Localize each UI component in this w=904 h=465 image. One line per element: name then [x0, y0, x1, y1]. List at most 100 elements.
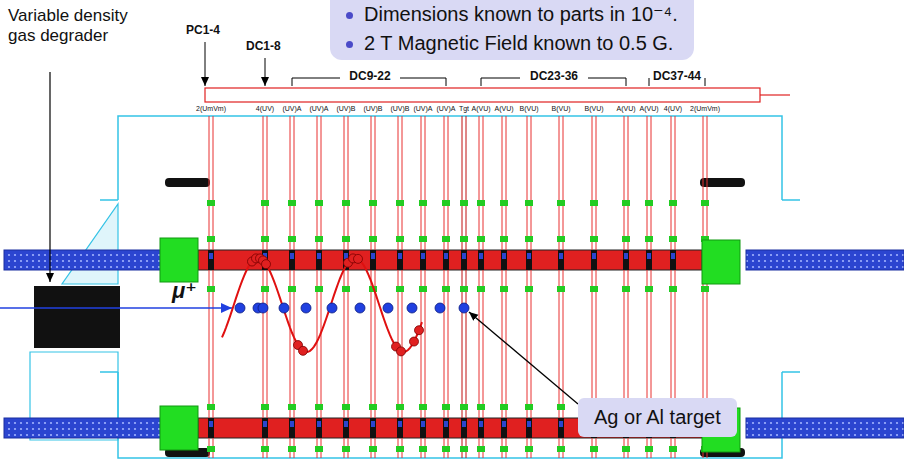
- plane-stub: [442, 236, 450, 242]
- plane-stub: [261, 236, 269, 242]
- callout-box: Ag or Al target: [578, 398, 737, 437]
- plane-spacer: [289, 418, 295, 438]
- plane-stub: [207, 404, 215, 410]
- plane-stub: [557, 404, 565, 410]
- plane-stub: [590, 286, 598, 292]
- plane-stub: [590, 236, 598, 242]
- plane-mount: [444, 253, 448, 259]
- plane-mount: [317, 421, 321, 427]
- plane-stub: [500, 404, 508, 410]
- leader-line: [205, 42, 206, 86]
- plane-mount: [559, 421, 563, 427]
- plane-stub: [669, 236, 677, 242]
- plane-stub: [525, 446, 533, 452]
- plane-mount: [344, 421, 348, 427]
- plane-stub: [419, 404, 427, 410]
- detector-drawing: [0, 42, 904, 458]
- end-block: [702, 240, 740, 284]
- muon-stop: [301, 303, 311, 313]
- plane-label: (UV)A: [282, 105, 301, 113]
- plane-label: (UV)B: [336, 105, 355, 113]
- plane-stub: [557, 236, 565, 242]
- plane-label: A(VU): [471, 105, 490, 113]
- plane-label: B(VU): [519, 105, 538, 113]
- plane-spacer: [370, 250, 376, 270]
- plane-spacer: [591, 250, 597, 270]
- plane-stub: [288, 200, 296, 206]
- plane-mount: [559, 253, 563, 259]
- beam-bar: [4, 418, 162, 438]
- plane-stub: [645, 200, 653, 206]
- plane-spacer: [397, 418, 403, 438]
- plane-mount: [263, 421, 267, 427]
- plane-stub: [669, 446, 677, 452]
- plane-stub: [622, 286, 630, 292]
- plane-spacer: [316, 418, 322, 438]
- plane-spacer: [397, 250, 403, 270]
- cable-outline: [760, 94, 790, 95]
- plane-stub: [396, 236, 404, 242]
- support-bar: [165, 178, 210, 187]
- plane-stub: [460, 200, 468, 206]
- plane-spacer: [316, 250, 322, 270]
- plane-stub: [460, 236, 468, 242]
- plane-stub: [477, 200, 485, 206]
- plane-mount: [317, 253, 321, 259]
- plane-spacer: [443, 418, 449, 438]
- plane-stub: [396, 286, 404, 292]
- end-block: [160, 406, 198, 450]
- callout-text: Dimensions known to parts in 10⁻⁴.: [364, 3, 678, 26]
- housing-outline: [118, 116, 782, 200]
- plane-spacer: [370, 418, 376, 438]
- callout-text: 2 T Magnetic Field known to 0.5 G.: [364, 32, 673, 55]
- plane-label: 2(UmVm): [690, 105, 720, 113]
- plane-mount: [444, 421, 448, 427]
- plane-spacer: [420, 418, 426, 438]
- particle-label: μ⁺: [172, 278, 197, 303]
- plane-mount: [462, 421, 466, 427]
- beam-bar: [4, 250, 162, 270]
- plane-spacer: [478, 250, 484, 270]
- plane-stub: [442, 200, 450, 206]
- plane-stub: [315, 286, 323, 292]
- plane-stub: [342, 200, 350, 206]
- plane-mount: [527, 421, 531, 427]
- plane-stub: [396, 446, 404, 452]
- plane-label: 4(UV): [664, 105, 682, 113]
- plane-stub: [525, 286, 533, 292]
- plane-spacer: [670, 250, 676, 270]
- plane-label: (UV)B: [390, 105, 409, 113]
- plane-label: (UV)A: [413, 105, 432, 113]
- plane-mount: [671, 253, 675, 259]
- plane-mount: [290, 253, 294, 259]
- track-hit: [299, 346, 308, 355]
- plane-mount: [527, 253, 531, 259]
- chamber-group-label: DC9-22: [349, 70, 390, 84]
- plane-stub: [442, 286, 450, 292]
- leader-line: [265, 58, 266, 86]
- plane-stub: [622, 200, 630, 206]
- chamber-group-label: DC1-8: [246, 40, 281, 54]
- beam-bar: [746, 418, 904, 438]
- plane-label: (UV)A: [309, 105, 328, 113]
- plane-stub: [500, 200, 508, 206]
- leader-line: [49, 72, 50, 282]
- plane-spacer: [420, 250, 426, 270]
- muon-stop: [355, 303, 365, 313]
- plane-stub: [207, 200, 215, 206]
- plane-stub: [261, 404, 269, 410]
- plane-spacer: [461, 418, 467, 438]
- plane-stub: [288, 446, 296, 452]
- plane-label: A(VU): [639, 105, 658, 113]
- plane-mount: [398, 421, 402, 427]
- plane-stub: [207, 286, 215, 292]
- plane-spacer: [558, 250, 564, 270]
- plane-stub: [442, 404, 450, 410]
- plane-stub: [419, 236, 427, 242]
- muon-stop: [383, 303, 393, 313]
- track-hit: [262, 260, 271, 269]
- plane-stub: [460, 404, 468, 410]
- plane-spacer: [526, 418, 532, 438]
- degrader-block: [34, 286, 120, 348]
- plane-stub: [460, 286, 468, 292]
